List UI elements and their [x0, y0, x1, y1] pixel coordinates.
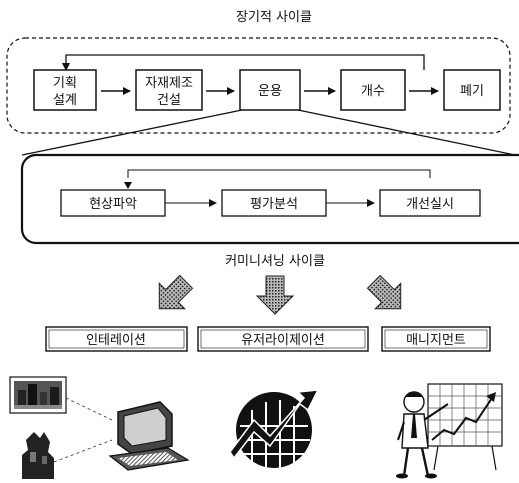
building-computer-icon [9, 376, 190, 479]
stage-box-disposal: 폐기 [443, 69, 501, 111]
stage-box-renovation: 개수 [340, 69, 406, 111]
step-box-improvement: 개선실시 [379, 189, 481, 217]
long-term-cycle-frame [6, 37, 511, 134]
stage-box-construction: 자재제조 건설 [135, 69, 203, 111]
outcome-utilization-label: 유저라이제이션 [241, 333, 325, 348]
outcome-integration-label: 인테레이션 [86, 333, 146, 348]
commissioning-loop-line [127, 169, 431, 178]
step-box-situation-assessment: 현상파악 [60, 189, 166, 217]
stage-construction-line1: 자재제조 [145, 76, 193, 91]
presenter-chart-icon [396, 383, 503, 479]
long-term-cycle-title: 장기적 사이클 [236, 10, 312, 25]
outcome-box-utilization: 유저라이제이션 [197, 326, 369, 352]
outcome-box-management: 매니지먼트 [381, 326, 491, 352]
stage-box-operation: 운용 [239, 69, 301, 111]
outcome-box-integration: 인테레이션 [45, 326, 188, 352]
stage-construction-line2: 건설 [157, 93, 181, 108]
zoom-line-left [21, 109, 243, 156]
commissioning-cycle-title: 커미니셔닝 사이클 [225, 254, 325, 269]
stage-renovation-label: 개수 [361, 84, 385, 99]
step-box-evaluation-analysis: 평가분석 [221, 189, 327, 217]
step-situation-assessment-label: 현상파악 [89, 197, 137, 212]
stage-planning-line1: 기획 [53, 76, 77, 91]
step-evaluation-analysis-label: 평가분석 [250, 197, 298, 212]
commissioning-loop-arrow [124, 182, 132, 189]
hatched-arrow-right [366, 274, 402, 310]
stage-box-planning: 기획 설계 [33, 69, 97, 111]
outcome-management-label: 매니지먼트 [406, 333, 466, 348]
zoom-line-right [297, 109, 516, 156]
hatched-arrow-left [158, 274, 194, 310]
step-improvement-label: 개선실시 [406, 197, 454, 212]
rising-chart-globe-icon [229, 389, 320, 468]
stage-disposal-label: 폐기 [460, 84, 484, 99]
stage-operation-label: 운용 [258, 84, 282, 99]
stage-planning-line2: 설계 [53, 93, 77, 108]
hatched-arrow-center [255, 275, 295, 315]
feedback-loop-arrow [62, 54, 425, 71]
